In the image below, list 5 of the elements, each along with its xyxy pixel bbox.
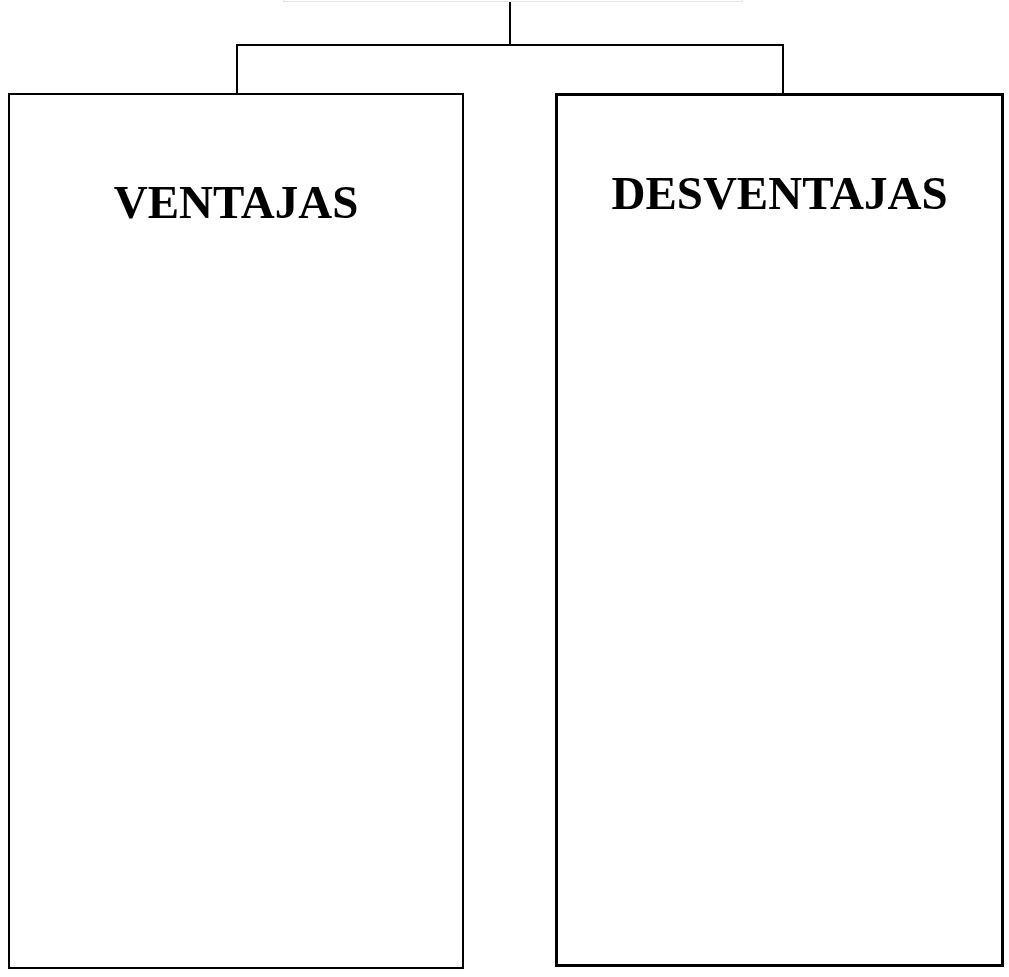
column-box [8,93,464,969]
column-heading: DESVENTAJAS [611,166,948,220]
column-heading: VENTAJAS [113,175,359,229]
connector-line [509,1,784,94]
column-box [555,93,1004,967]
